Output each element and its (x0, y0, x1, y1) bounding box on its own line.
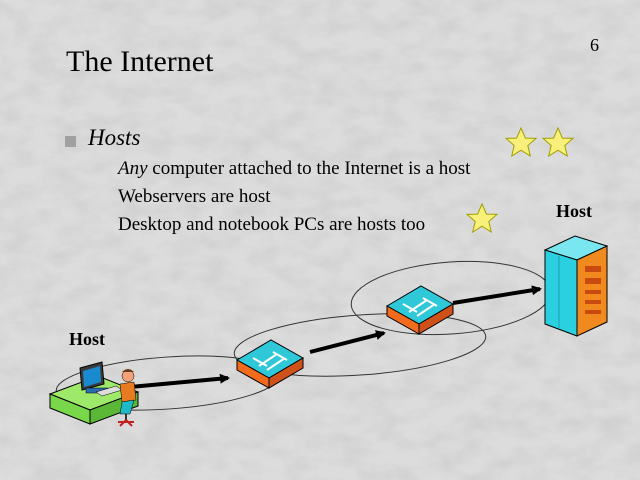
page-number: 6 (590, 35, 599, 55)
bullet-line-2: Webservers are host (118, 186, 271, 207)
line-text: computer attached to the Internet is a h… (147, 158, 471, 179)
desktop-host-label: Host (69, 329, 105, 349)
arrow-icon (452, 285, 542, 305)
arrow-icon (129, 373, 230, 389)
star-icon (505, 127, 537, 157)
bullet-line-3: Desktop and notebook PCs are hosts too (118, 214, 426, 235)
arrow-icon (309, 330, 386, 354)
router-icon (235, 339, 305, 389)
star-icon (542, 127, 574, 157)
desktop-user-icon (48, 361, 140, 427)
slide-title: The Internet (66, 45, 214, 78)
server-icon (543, 235, 609, 337)
router-icon (385, 285, 455, 335)
emphasis-text: Any (118, 158, 148, 179)
bullet-heading: Hosts (88, 125, 141, 150)
server-host-label: Host (556, 201, 592, 221)
arrows (129, 285, 542, 389)
star-icon (466, 203, 498, 233)
bullet-marker (65, 136, 76, 147)
bullet-line-1: Any computer attached to the Internet is… (118, 157, 470, 181)
